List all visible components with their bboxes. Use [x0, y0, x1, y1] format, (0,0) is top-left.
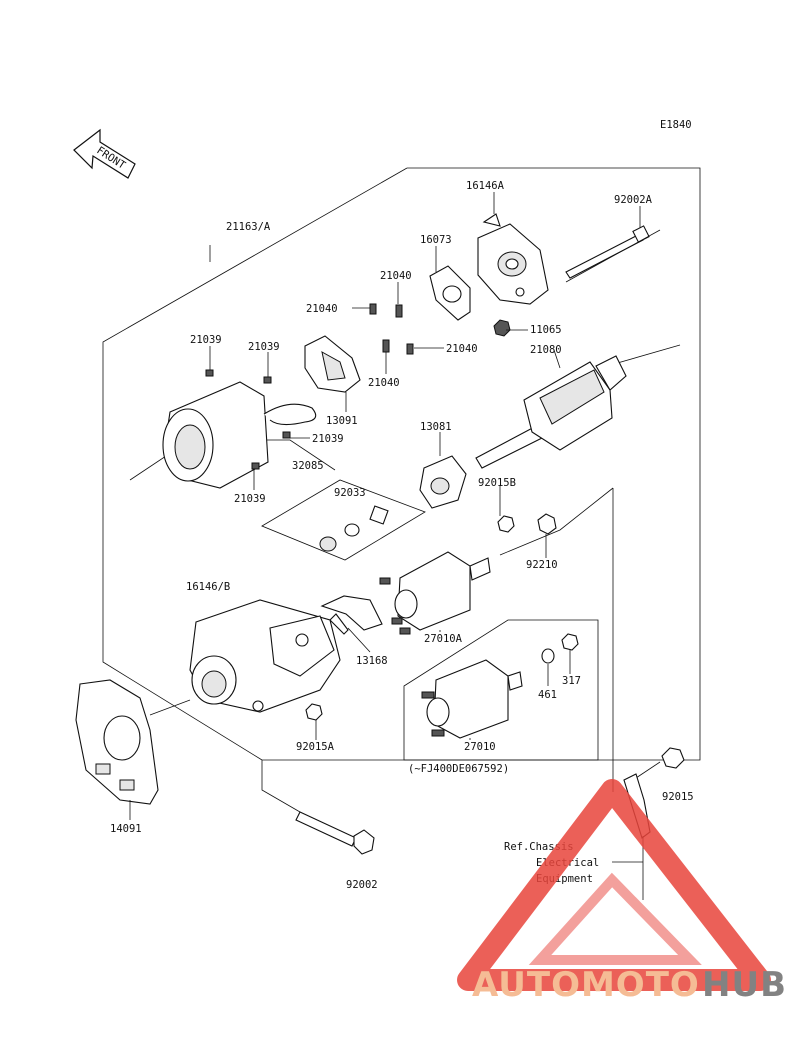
label-14091: 14091 — [110, 823, 142, 835]
brush-piece — [369, 505, 389, 525]
lead-line — [635, 761, 661, 779]
label-11065: 11065 — [530, 324, 562, 336]
washer — [319, 536, 337, 552]
label-21040: 21040 — [368, 377, 400, 389]
drive-housing-16146B — [149, 599, 341, 716]
nut-92210 — [537, 513, 557, 535]
label-21039: 21039 — [248, 341, 280, 353]
brush-holder-13091 — [304, 335, 361, 393]
watermark-logo: AUTOMOTO HUB — [457, 779, 787, 1005]
pinion-13081 — [419, 455, 467, 509]
nut-11065 — [493, 319, 511, 337]
label-21039: 21039 — [234, 493, 266, 505]
watermark-inner-triangle-icon — [528, 872, 702, 965]
label-92002: 92002 — [346, 879, 378, 891]
watermark-text-automoto: AUTOMOTO — [472, 965, 700, 1005]
label-92002A: 92002A — [614, 194, 653, 206]
bolt-92002 — [261, 760, 375, 855]
label-92033: 92033 — [334, 487, 366, 499]
label-16146B: 16146/B — [186, 581, 230, 593]
serial-note: (~FJ400DE067592) — [408, 763, 509, 775]
solenoid-variant-outline — [403, 619, 599, 761]
brush-plate-16073 — [429, 265, 471, 321]
label-461: 461 — [538, 689, 557, 701]
label-13168: 13168 — [356, 655, 388, 667]
brush-kit-outline — [261, 479, 426, 561]
label-21040: 21040 — [446, 343, 478, 355]
lead-line — [499, 487, 614, 556]
brush-spring-21040 — [369, 303, 414, 355]
label-16073: 16073 — [420, 234, 452, 246]
watermark-triangle-icon — [457, 779, 771, 991]
nut-92015B — [497, 515, 515, 533]
label-92015A: 92015A — [296, 741, 335, 753]
label-27010A: 27010A — [424, 633, 463, 645]
label-21040: 21040 — [380, 270, 412, 282]
label-13081: 13081 — [420, 421, 452, 433]
solenoid-27010A — [379, 551, 491, 635]
label-16146A: 16146A — [466, 180, 505, 192]
label-92210: 92210 — [526, 559, 558, 571]
label-21040: 21040 — [306, 303, 338, 315]
label-32085: 32085 — [292, 460, 324, 472]
through-bolt-92002A — [565, 225, 661, 283]
label-92015B: 92015B — [478, 477, 516, 489]
diagram-code: E1840 — [660, 119, 692, 131]
washer-461 — [541, 648, 555, 664]
label-leaders — [129, 192, 641, 820]
end-cover-16146A — [477, 213, 549, 305]
label-27010: 27010 — [464, 741, 496, 753]
yoke-21163A — [129, 369, 336, 489]
gasket-14091 — [75, 679, 159, 805]
label-317: 317 — [562, 675, 581, 687]
nut-92015 — [661, 747, 685, 769]
label-13091: 13091 — [326, 415, 358, 427]
nut-317 — [561, 633, 579, 651]
circlip-92033 — [344, 523, 360, 537]
nut-92015A — [305, 703, 323, 721]
part-number-labels: 21163/A 16146A 92002A 16073 21040 21040 … — [110, 180, 694, 891]
label-92015: 92015 — [662, 791, 694, 803]
label-21080: 21080 — [530, 344, 562, 356]
label-21039: 21039 — [312, 433, 344, 445]
shift-lever-13168 — [320, 595, 383, 635]
armature-21080 — [475, 344, 681, 469]
label-21039: 21039 — [190, 334, 222, 346]
watermark-text-hub: HUB — [702, 965, 787, 1005]
label-21163A: 21163/A — [226, 221, 271, 233]
solenoid-27010 — [421, 659, 523, 739]
front-arrow-icon: FRONT — [73, 128, 136, 179]
